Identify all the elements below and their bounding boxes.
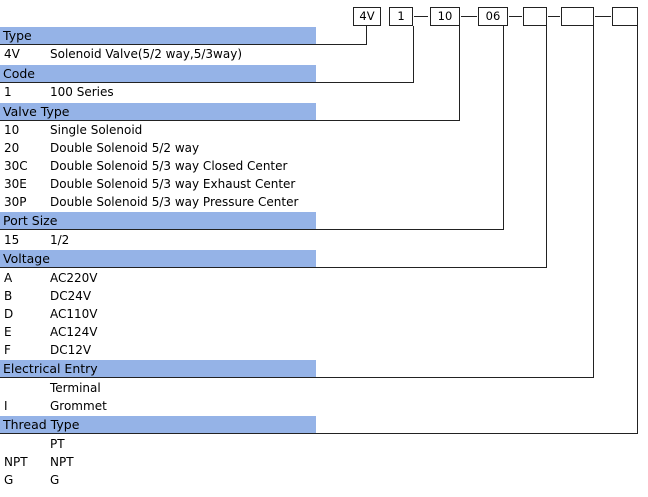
- option-description: AC220V: [50, 271, 98, 285]
- option-description: AC124V: [50, 325, 98, 339]
- option-description: Double Solenoid 5/3 way Pressure Center: [50, 195, 299, 209]
- option-description: Solenoid Valve(5/2 way,5/3way): [50, 47, 242, 61]
- option-code: 15: [4, 233, 20, 247]
- section-header-thread-type: Thread Type: [0, 416, 316, 434]
- connector-valve-type-v: [459, 26, 460, 121]
- option-description: 100 Series: [50, 85, 114, 99]
- dash-separator: [509, 16, 522, 17]
- connector-thread-type-v: [637, 26, 638, 434]
- section-header-type: Type: [0, 27, 316, 45]
- option-description: AC110V: [50, 307, 98, 321]
- option-code: G: [4, 473, 14, 487]
- connector-port-size-v: [503, 26, 504, 230]
- option-code: 20: [4, 141, 20, 155]
- option-description: Terminal: [50, 381, 101, 395]
- option-description: Double Solenoid 5/3 way Exhaust Center: [50, 177, 296, 191]
- connector-code-h: [316, 82, 414, 83]
- option-code: A: [4, 271, 13, 285]
- code-box-electrical-entry: [561, 7, 594, 26]
- connector-valve-type-h: [316, 120, 460, 121]
- option-code: 1: [4, 85, 12, 99]
- option-description: 1/2: [50, 233, 70, 247]
- option-code: NPT: [4, 455, 28, 469]
- connector-type-v: [366, 26, 367, 44]
- option-code: 10: [4, 123, 20, 137]
- option-description: DC12V: [50, 343, 92, 357]
- option-code: I: [4, 399, 8, 413]
- code-box-voltage: [523, 7, 547, 26]
- option-code: 4V: [4, 47, 20, 61]
- connector-electrical-entry-h: [316, 377, 594, 378]
- code-box-port-size: 06: [478, 7, 508, 26]
- option-code: 30P: [4, 195, 27, 209]
- section-header-port-size: Port Size: [0, 212, 316, 230]
- option-description: Double Solenoid 5/2 way: [50, 141, 200, 155]
- code-box-code: 1: [389, 7, 413, 26]
- connector-port-size-h: [316, 229, 504, 230]
- code-box-valve-type: 10: [430, 7, 460, 26]
- connector-electrical-entry-v: [593, 26, 594, 378]
- option-code: E: [4, 325, 12, 339]
- connector-voltage-h: [316, 267, 547, 268]
- option-code: 30C: [4, 159, 28, 173]
- connector-code-v: [413, 26, 414, 83]
- option-description: Single Solenoid: [50, 123, 143, 137]
- option-code: F: [4, 343, 11, 357]
- connector-thread-type-h: [316, 433, 638, 434]
- code-box-type: 4V: [353, 7, 381, 26]
- section-header-voltage: Voltage: [0, 250, 316, 268]
- connector-voltage-v: [546, 26, 547, 268]
- connector-type-h: [316, 44, 367, 45]
- dash-separator: [595, 16, 611, 17]
- option-description: Double Solenoid 5/3 way Closed Center: [50, 159, 288, 173]
- section-header-code: Code: [0, 65, 316, 83]
- option-description: G: [50, 473, 60, 487]
- option-description: Grommet: [50, 399, 107, 413]
- option-description: NPT: [50, 455, 74, 469]
- option-code: 30E: [4, 177, 27, 191]
- section-header-valve-type: Valve Type: [0, 103, 316, 121]
- dash-separator: [461, 16, 477, 17]
- option-code: B: [4, 289, 13, 303]
- option-description: DC24V: [50, 289, 92, 303]
- section-header-electrical-entry: Electrical Entry: [0, 360, 316, 378]
- dash-separator: [548, 16, 560, 17]
- option-description: PT: [50, 437, 65, 451]
- dash-separator: [414, 16, 428, 17]
- code-box-thread-type: [612, 7, 638, 26]
- option-code: D: [4, 307, 14, 321]
